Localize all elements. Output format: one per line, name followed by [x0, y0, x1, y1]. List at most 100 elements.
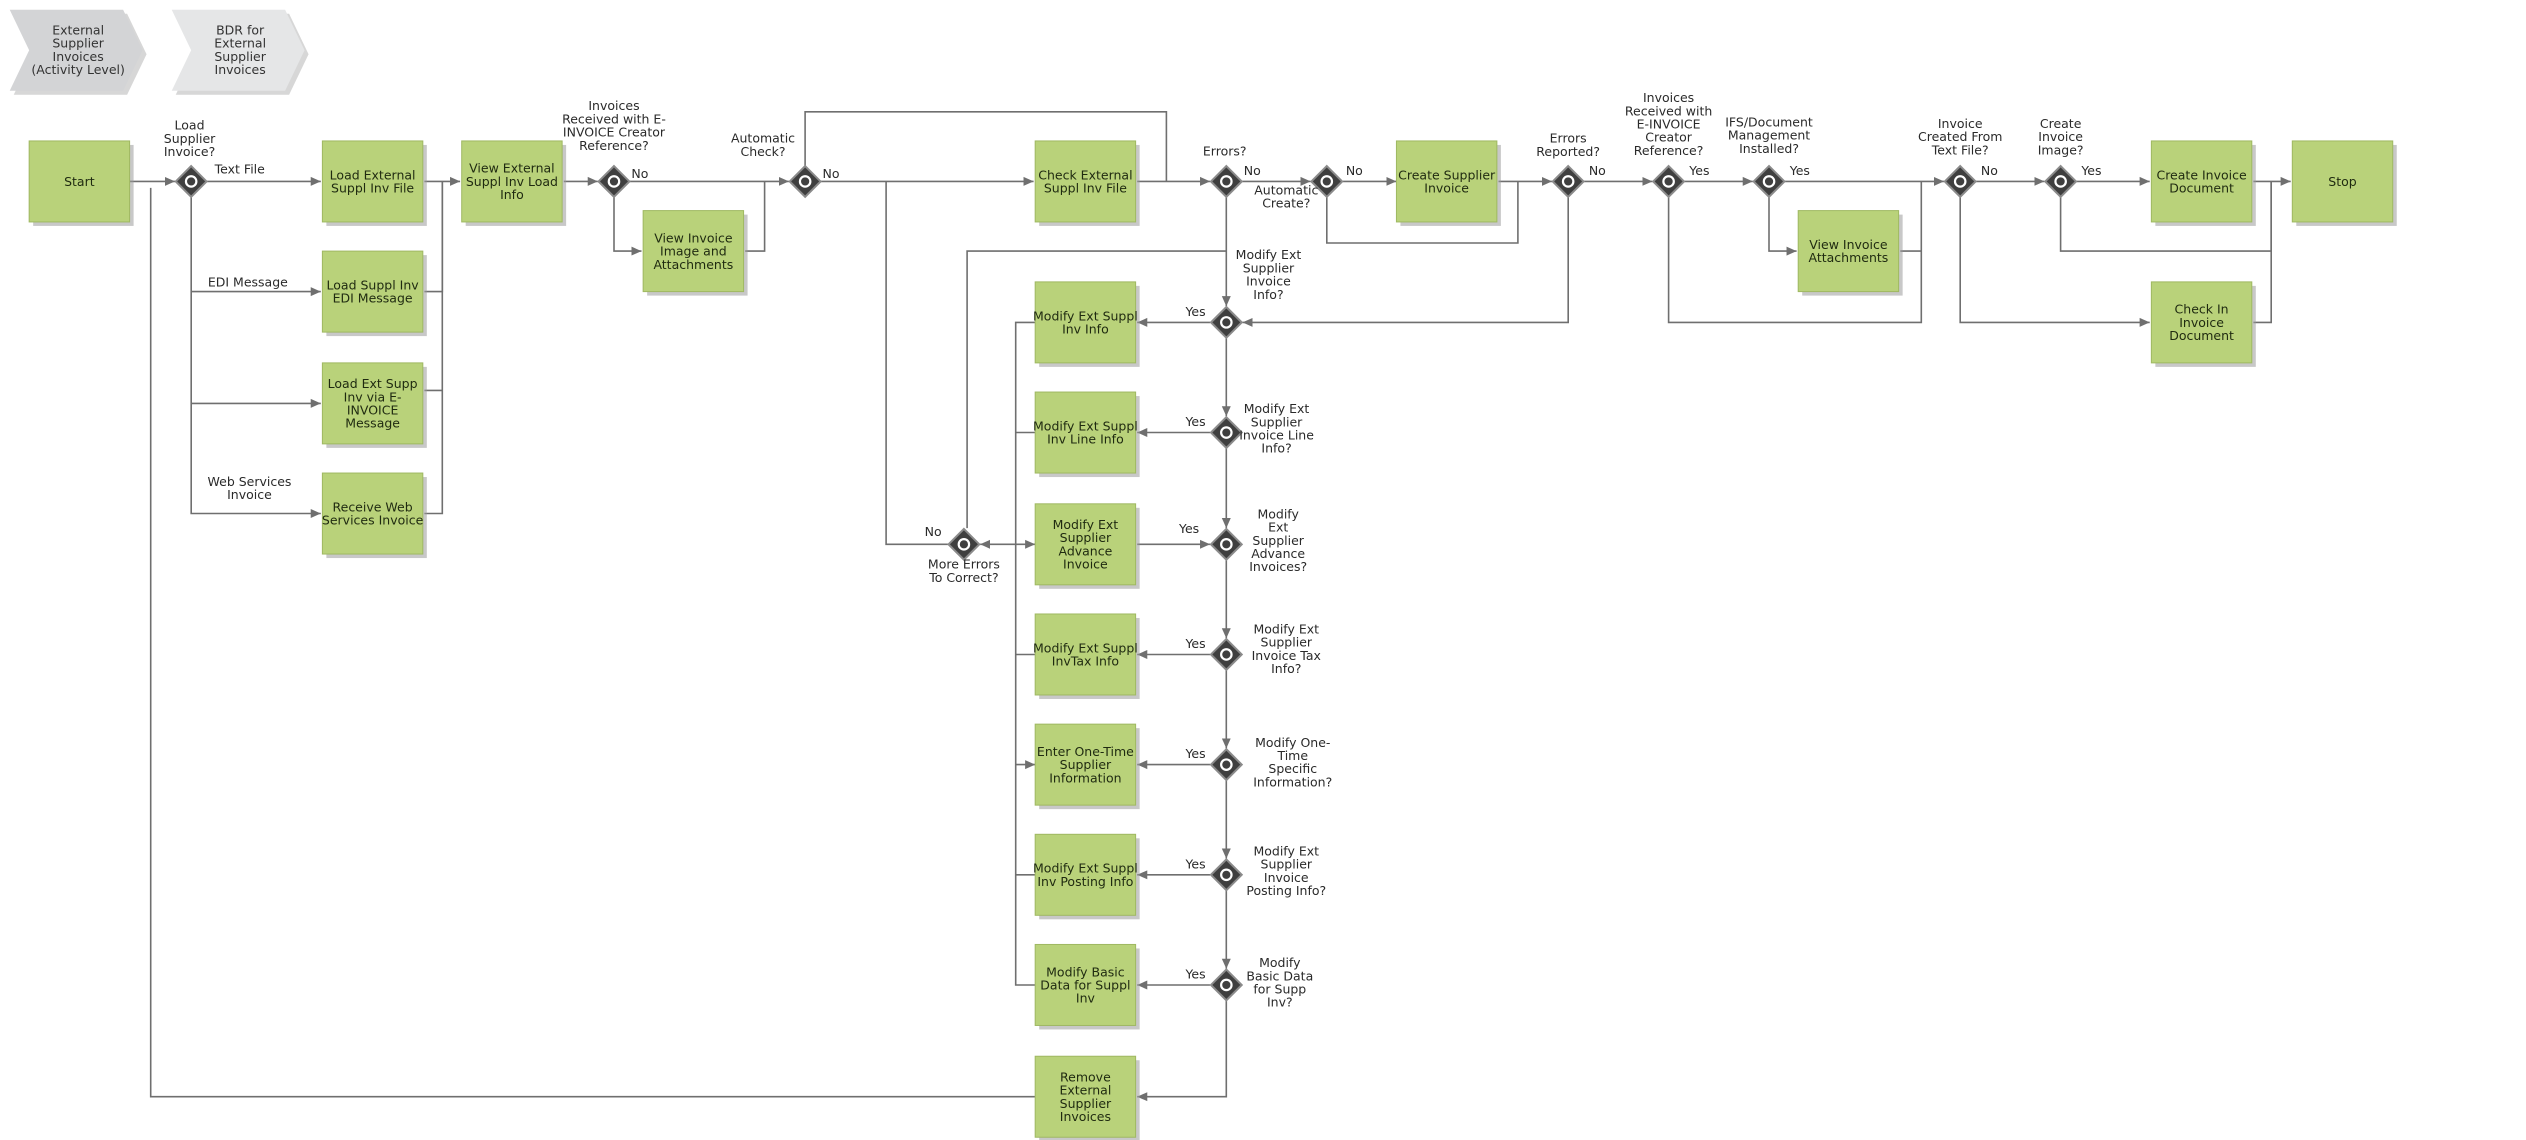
gateway-marker-icon	[1220, 758, 1233, 771]
edge-label-lbl-yes-6: Yes	[1178, 521, 1199, 536]
gateway-diamond	[1209, 164, 1244, 199]
task-box	[1797, 210, 1900, 293]
gateway-marker-icon	[1220, 175, 1233, 188]
gateway-gw-mod-tax[interactable]	[1209, 637, 1244, 672]
gateway-gw-mod-info[interactable]	[1209, 305, 1244, 340]
task-label-line: Invoice	[1424, 181, 1469, 196]
task-label-line: Data for Suppl	[1040, 977, 1130, 992]
gateway-question-label-line: Invoice	[1938, 116, 1983, 131]
edge-label-lbl-yes-3-line: Yes	[2080, 163, 2101, 178]
gateway-gw-more-errors[interactable]	[947, 527, 981, 562]
task-label-line: Modify Ext	[1053, 517, 1119, 532]
task-label-line: Suppl Inv File	[331, 181, 414, 196]
gateway-diamond	[2043, 164, 2078, 199]
gateway-question-label-line: Load	[175, 118, 205, 133]
gateway-gw-create-image[interactable]	[2043, 164, 2078, 199]
task-start[interactable]: Start	[28, 140, 134, 226]
gateway-gw-auto-create[interactable]	[1309, 164, 1344, 199]
task-stop[interactable]: Stop	[2291, 140, 2397, 226]
gateway-gw-mod-advance[interactable]	[1209, 527, 1244, 562]
gateway-question-label-line: INVOICE Creator	[563, 125, 666, 140]
gateway-question-label-line: Supplier	[1261, 857, 1313, 872]
gateway-diamond	[1209, 305, 1244, 340]
task-label-line: Supplier	[1060, 530, 1112, 545]
gateway-gw-mod-posting[interactable]	[1209, 857, 1244, 892]
edge-label-lbl-yes-5: Yes	[1184, 414, 1205, 429]
gateway-question-label-line: Info?	[1253, 287, 1283, 302]
gateway-gw-mod-line[interactable]	[1209, 415, 1244, 450]
gateway-question-label-line: Basic Data	[1246, 968, 1313, 983]
connectors	[129, 111, 2291, 1102]
gateway-diamond	[1943, 164, 1978, 199]
task-label-line: Modify Ext Suppl	[1033, 640, 1138, 655]
gateway-gw-errors[interactable]	[1209, 164, 1244, 199]
gateway-question-label-line: Modify	[1257, 506, 1299, 521]
gateway-marker-icon	[1220, 978, 1233, 992]
gateway-gw-errors-reported[interactable]	[1551, 164, 1585, 199]
nav-chevron-label-line: External	[214, 36, 266, 51]
gateway-gw-text-file[interactable]	[1943, 164, 1978, 199]
nav-chevron-label-line: External	[52, 22, 104, 37]
task-label-line: External	[1059, 1083, 1111, 1098]
connector-16	[804, 111, 1168, 182]
gateway-gw-ifs-doc[interactable]	[1752, 164, 1786, 199]
gateway-diamond	[1551, 164, 1585, 199]
gateway-gw-mod-basic[interactable]	[1209, 968, 1244, 1002]
task-label-line: Message	[345, 416, 400, 431]
gateway-marker-icon	[607, 175, 621, 188]
gateway-gw-load[interactable]	[174, 164, 208, 199]
task-box	[2150, 140, 2253, 223]
gateway-gw-einv-ref[interactable]	[597, 164, 631, 199]
connector-27	[1768, 196, 1797, 256]
gateway-marker-icon	[1220, 648, 1233, 661]
gateway-question-label-line: Modify Ext	[1253, 621, 1319, 636]
connector-10	[424, 181, 444, 515]
task-label-line: Suppl Inv File	[1044, 181, 1127, 196]
gateway-gw-einv-ref2[interactable]	[1651, 164, 1686, 199]
nav-chevron-label-line: BDR for	[216, 22, 265, 37]
task-box	[1034, 613, 1137, 696]
edge-label-lbl-yes-3: Yes	[2080, 163, 2101, 178]
task-box	[1034, 1055, 1137, 1138]
edge-label-lbl-no-4-line: No	[1346, 163, 1363, 178]
gateway-gw-auto-check[interactable]	[788, 164, 822, 199]
gateway-question-label: Errors?	[1203, 144, 1247, 159]
task-label-line: Image and	[660, 244, 727, 259]
gateway-gw-one-time[interactable]	[1209, 747, 1244, 782]
gateway-question-label-line: Reported?	[1536, 144, 1600, 159]
task-label-line: Inv	[1076, 991, 1096, 1006]
edge-label-lbl-no-4: No	[1346, 163, 1363, 178]
